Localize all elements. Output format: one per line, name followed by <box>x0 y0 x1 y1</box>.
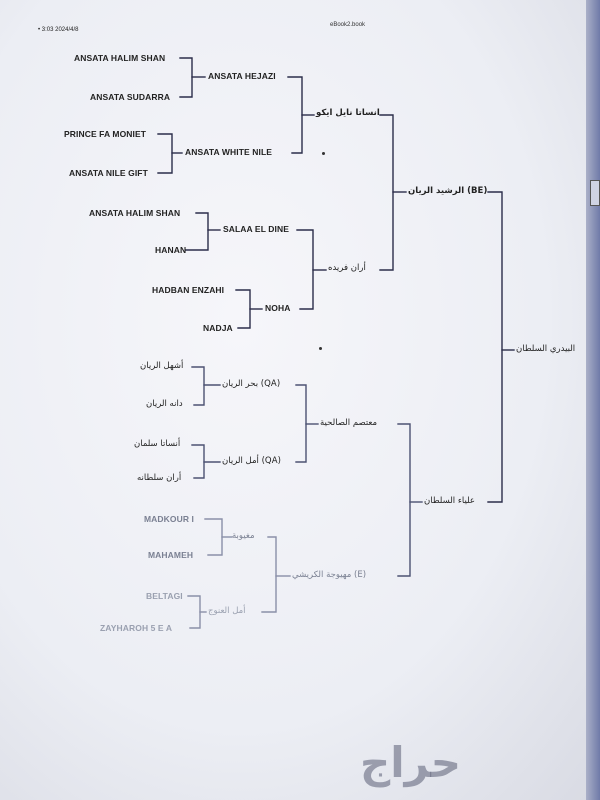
speck <box>322 152 325 155</box>
round1-entry-10: دانه الريان <box>146 399 183 409</box>
right-edge-bar <box>586 0 600 800</box>
round1-entry-13: MADKOUR I <box>144 514 195 524</box>
round1-entry-5: ANSATA HALIM SHAN <box>89 208 181 218</box>
round2-entry-4: NOHA <box>265 303 291 313</box>
round3-entry-4: مهيوجة الكريشي (E) <box>292 570 367 580</box>
round2-entry-3: SALAA EL DINE <box>223 224 290 234</box>
round1-entry-6: HANAN <box>155 245 187 255</box>
round2-entry-1: ANSATA HEJAZI <box>208 71 276 81</box>
round1-entry-14: MAHAMEH <box>148 550 194 560</box>
round1-entry-8: NADJA <box>203 323 233 333</box>
round1-entry-16: ZAYHAROH 5 E A <box>100 623 173 633</box>
round1-entry-15: BELTAGI <box>146 591 183 601</box>
round2-entry-5: بحر الريان (QA) <box>222 379 281 389</box>
round1-entry-3: PRINCE FA MONIET <box>64 129 147 139</box>
document-title: eBook2.book <box>330 22 366 28</box>
round3-entry-2: أران فريده <box>328 263 366 273</box>
round2-entry-7: مغيوبة <box>232 531 255 541</box>
speck <box>319 347 322 350</box>
right-edge-box <box>590 180 600 206</box>
round2-entry-6: أمل الريان (QA) <box>222 456 281 466</box>
round2-entry-8: أمل العنوج <box>208 606 246 616</box>
watermark-logo: حراج <box>360 738 463 787</box>
round1-entry-9: أشهل الريان <box>140 361 184 371</box>
round2-entry-2: ANSATA WHITE NILE <box>185 147 273 157</box>
round4-entry-1: الرشيد الريان (BE) <box>408 186 488 196</box>
round1-entry-12: أران سلطانه <box>137 473 182 483</box>
round1-entry-2: ANSATA SUDARRA <box>90 92 171 102</box>
round3-entry-3: معتصم الصالحية <box>320 418 378 428</box>
final-winner: البيدري السلطان <box>516 344 576 354</box>
round1-entry-4: ANSATA NILE GIFT <box>69 168 148 178</box>
round1-entry-1: ANSATA HALIM SHAN <box>74 53 166 63</box>
round1-entry-7: HADBAN ENZAHI <box>152 285 225 295</box>
round1-entry-11: أنساتا سلمان <box>134 439 181 449</box>
round3-entry-1: انساتا نايل ايكو <box>316 108 380 118</box>
timestamp-text: • 3:03 2024/4/8 <box>38 27 79 33</box>
round4-entry-2: علياء السلطان <box>424 496 475 506</box>
